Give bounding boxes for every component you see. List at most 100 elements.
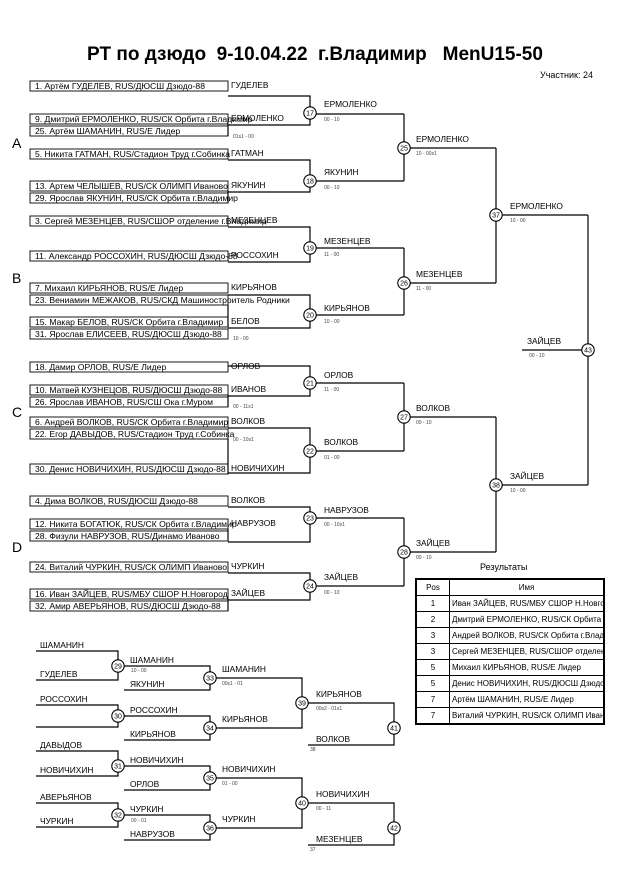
- results-pos: 7: [415, 707, 450, 725]
- match-number: 21: [306, 381, 314, 388]
- results-pos: 1: [415, 595, 450, 612]
- repechage-name: ЧУРКИН: [130, 804, 163, 814]
- repechage-name: КИРЬЯНОВ: [222, 714, 268, 724]
- entry-box: [29, 495, 229, 507]
- round3-winner: ЕРМОЛЕНКО: [416, 134, 469, 144]
- bracket-line: [36, 704, 119, 728]
- match-number: 29: [114, 664, 122, 671]
- match-number: 30: [114, 714, 122, 721]
- repechage-name: ШАМАНИН: [222, 664, 266, 674]
- repechage-name: РОССОХИН: [40, 694, 88, 704]
- entry-label: 5. Никита ГАТМАН, RUS/Стадион Труд г.Соб…: [35, 149, 230, 159]
- entry-box: [29, 518, 229, 530]
- match-number: 24: [306, 584, 314, 591]
- repechage-name: НОВИЧИХИН: [316, 789, 369, 799]
- final-score: 00 - 10: [529, 353, 545, 359]
- match-number: 31: [114, 764, 122, 771]
- results-pos: 5: [415, 675, 450, 692]
- results-col-pos: Pos: [415, 578, 450, 596]
- semifinal-score: 10 - 00: [510, 218, 526, 224]
- repechage-score: 00 - 01: [131, 818, 147, 824]
- results-name: Михаил КИРЬЯНОВ, RUS/Е Лидер: [449, 659, 605, 676]
- round2-winner: МЕЗЕНЦЕВ: [324, 236, 371, 246]
- round2-winner: ВОЛКОВ: [324, 437, 359, 447]
- repechage-winner: ВОЛКОВ: [316, 734, 351, 744]
- repechage-name: НОВИЧИХИН: [40, 765, 93, 775]
- match-number: 18: [306, 179, 314, 186]
- round3-score: 10 - 00s1: [416, 151, 437, 157]
- results-name: Виталий ЧУРКИН, RUS/СК ОЛИМП Иваново: [449, 707, 605, 725]
- entry-box: [29, 180, 229, 192]
- entry-advance-name: ВОЛКОВ: [231, 495, 266, 505]
- entry-label: 16. Иван ЗАЙЦЕВ, RUS/МБУ СШОР Н.Новгород: [35, 588, 228, 599]
- round2-winner: ЕРМОЛЕНКО: [324, 99, 377, 109]
- results-header-row: Pos Имя: [415, 578, 605, 596]
- final-winner: ЗАЙЦЕВ: [527, 335, 561, 346]
- entry-advance-name: ЧУРКИН: [231, 561, 264, 571]
- round2-score: 00 - 10: [324, 117, 340, 123]
- round2-score: 11 - 00: [324, 387, 339, 393]
- results-name: Андрей ВОЛКОВ, RUS/СК Орбита г.Владимир: [449, 627, 605, 644]
- round1-score: 10 - 00: [233, 336, 249, 342]
- entry-advance-name: НАВРУЗОВ: [231, 518, 276, 528]
- round2-winner: ЗАЙЦЕВ: [324, 571, 358, 582]
- results-name: Денис НОВИЧИХИН, RUS/ДЮСШ Дзюдо-88: [449, 675, 605, 692]
- entry-advance-name: ЕРМОЛЕНКО: [231, 113, 284, 123]
- entry-label: 23. Вениамин МЕЖАКОВ, RUS/СКД Машиностро…: [35, 295, 290, 305]
- page-title: РТ по дзюдо 9-10.04.22 г.Владимир MenU15…: [87, 44, 543, 65]
- entry-label: 3. Сергей МЕЗЕНЦЕВ, RUS/СШОР отделение г…: [35, 216, 267, 226]
- entry-box: [29, 361, 229, 373]
- results-name: Артём ШАМАНИН, RUS/Е Лидер: [449, 691, 605, 708]
- results-name: Сергей МЕЗЕНЦЕВ, RUS/СШОР отделение г.Вл…: [449, 643, 605, 660]
- round3-score: 11 - 00: [416, 286, 431, 292]
- repechage-sub: 38: [310, 747, 316, 753]
- repechage-winner: МЕЗЕНЦЕВ: [316, 834, 363, 844]
- entry-advance-name: БЕЛОВ: [231, 316, 260, 326]
- repechage-score: 00 - 11: [316, 806, 331, 812]
- pool-letter: B: [12, 270, 21, 286]
- entry-label: 30. Денис НОВИЧИХИН, RUS/ДЮСШ Дзюдо-88: [35, 464, 226, 474]
- match-number: 22: [306, 449, 314, 456]
- round3-winner: ЗАЙЦЕВ: [416, 537, 450, 548]
- repechage-name: ЧУРКИН: [222, 814, 255, 824]
- match-number: 26: [400, 281, 408, 288]
- match-number: 37: [492, 213, 500, 220]
- results-col-name: Имя: [449, 578, 605, 596]
- match-number: 25: [400, 146, 408, 153]
- pool-letter: C: [12, 404, 22, 420]
- entry-box: [29, 328, 229, 340]
- entry-box: [29, 282, 229, 294]
- entry-advance-name: РОССОХИН: [231, 250, 279, 260]
- entry-label: 22. Егор ДАВЫДОВ, RUS/Стадион Труд г.Соб…: [35, 429, 235, 439]
- round2-score: 00 - 10: [324, 590, 340, 596]
- match-number: 40: [298, 801, 306, 808]
- entry-label: 29. Ярослав ЯКУНИН, RUS/СК Орбита г.Влад…: [35, 193, 238, 203]
- repechage-name: ЯКУНИН: [130, 679, 164, 689]
- match-number: 43: [584, 348, 592, 355]
- entry-box: [29, 416, 229, 428]
- entry-label: 1. Артём ГУДЕЛЕВ, RUS/ДЮСШ Дзюдо-88: [35, 81, 205, 91]
- match-number: 39: [298, 701, 306, 708]
- round1-score: 01s1 - 00: [233, 134, 254, 140]
- entry-label: 28. Физули НАВРУЗОВ, RUS/Динамо Иваново: [35, 531, 220, 541]
- entry-box: [29, 294, 229, 306]
- entry-advance-name: ГАТМАН: [231, 148, 264, 158]
- round3-score: 00 - 10: [416, 555, 432, 561]
- round3-score: 00 - 10: [416, 420, 432, 426]
- match-number: 19: [306, 246, 314, 253]
- entry-label: 31. Ярослав ЕЛИСЕЕВ, RUS/ДЮСШ Дзюдо-88: [35, 329, 222, 339]
- entry-box: [29, 384, 229, 396]
- results-pos: 7: [415, 691, 450, 708]
- entry-box: [29, 113, 229, 125]
- results-name: Дмитрий ЕРМОЛЕНКО, RUS/СК Орбита г.Влади…: [449, 611, 605, 628]
- repechage-name: ГУДЕЛЕВ: [40, 669, 78, 679]
- entry-label: 12. Никита БОГАТЮК, RUS/СК Орбита г.Влад…: [35, 519, 237, 529]
- round1-score: 00 - 10s1: [233, 437, 254, 443]
- match-number: 38: [492, 483, 500, 490]
